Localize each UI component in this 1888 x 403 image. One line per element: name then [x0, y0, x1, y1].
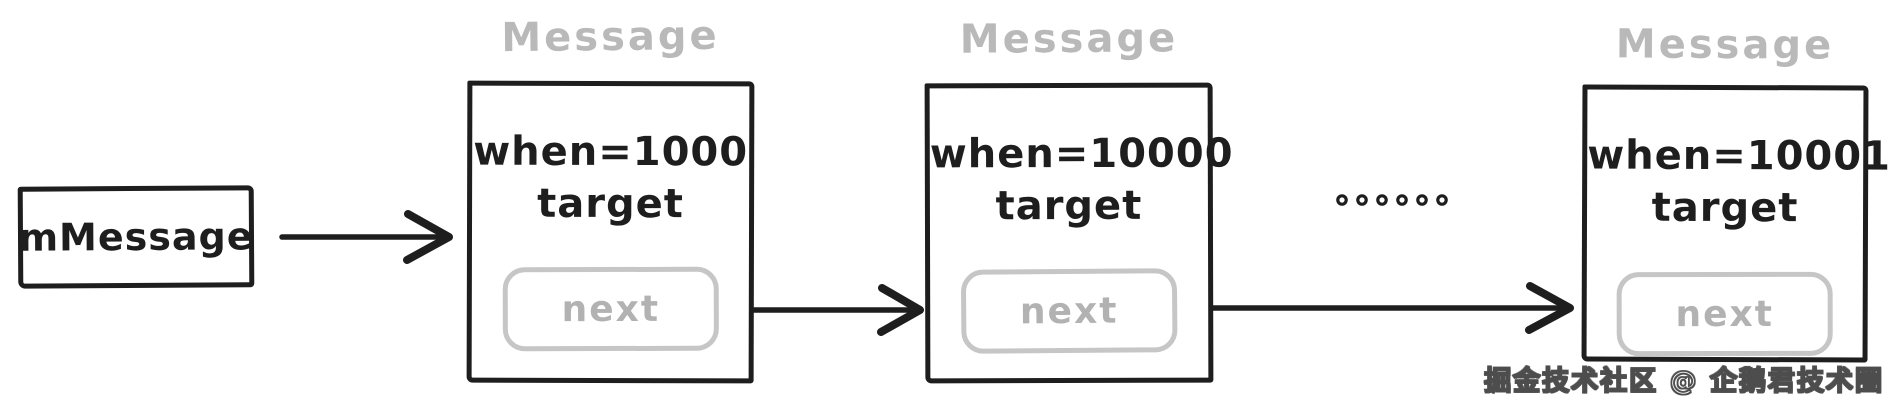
field-target: target: [1651, 184, 1799, 232]
field-when: when=10001: [1587, 132, 1888, 180]
node-fields: when=1000 target: [472, 126, 749, 231]
message-node: when=10000 target next: [924, 82, 1234, 384]
message-type-label: Message: [959, 15, 1179, 63]
node-fields: when=10001 target: [1587, 130, 1888, 235]
message-type-label: Message: [1615, 21, 1835, 69]
next-pointer-slot: next: [960, 268, 1178, 354]
next-pointer-slot: next: [1616, 271, 1833, 357]
field-when: when=1000: [473, 128, 749, 176]
field-when: when=10000: [929, 130, 1234, 178]
field-target: target: [995, 182, 1143, 230]
message-type-label: Message: [501, 12, 720, 62]
arrow-head-to-node1: [279, 210, 453, 264]
ellipsis-dots: [1336, 194, 1448, 206]
next-pointer-label: next: [1019, 290, 1119, 332]
field-target: target: [537, 180, 684, 228]
node-fields: when=10000 target: [929, 128, 1234, 233]
next-pointer-label: next: [1675, 293, 1774, 335]
arrow-node2-next-to-node3: [1181, 282, 1574, 334]
watermark-text: 掘金技术社区 @ 企鹅君技术圈: [1483, 365, 1884, 398]
message-node: when=10001 target next: [1581, 84, 1888, 363]
message-node: when=1000 target next: [466, 80, 755, 384]
next-pointer-label: next: [560, 288, 660, 330]
head-pointer-label: mMessage: [18, 214, 254, 260]
head-pointer-node: mMessage: [17, 185, 255, 289]
next-pointer-slot: next: [502, 266, 719, 352]
